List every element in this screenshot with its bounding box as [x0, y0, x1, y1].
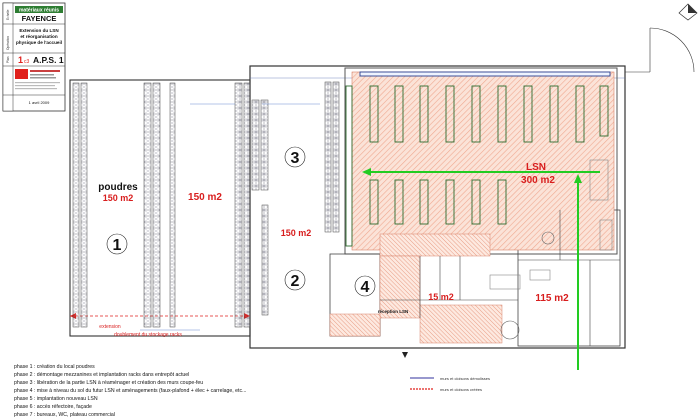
extension-desc: doublement du stockage racks — [114, 332, 182, 338]
phase-3: phase 3 : libération de la partie LSN à … — [14, 380, 204, 386]
title-block: matériaux réunis FAYENCE Extension du LS… — [2, 2, 66, 112]
company-logo: matériaux réunis — [15, 6, 63, 14]
zone-3-number: 3 — [291, 150, 300, 167]
project-line-2: et réorganisation — [20, 34, 57, 39]
phase-7: phase 7 : bureaux, WC, plateau commercia… — [14, 412, 115, 418]
reception-area: 15 m2 — [428, 292, 454, 302]
door-swing — [625, 27, 695, 73]
side-label-plan: Plan — [6, 56, 10, 63]
sheet-code: A.P.S. 1 — [33, 55, 64, 65]
poudres-label: poudres — [98, 182, 138, 193]
mid-area: 150 m2 — [188, 192, 222, 203]
dimension-marks — [140, 103, 320, 331]
lsn-area — [329, 71, 615, 344]
zone-4-number: 4 — [361, 279, 370, 296]
extension-label: extension — [99, 324, 121, 330]
north-arrow-icon — [678, 3, 698, 21]
side-label-scale: Echelle — [6, 9, 10, 20]
phases-list: phase 1 : création du local poudres phas… — [0, 364, 330, 420]
company-name: matériaux réunis — [19, 8, 59, 14]
zone-2-area: 150 m2 — [281, 228, 312, 238]
zone-2-number: 2 — [291, 273, 300, 290]
phase-5: phase 5 : implantation nouveau LSN — [14, 396, 98, 402]
lsn-area: 300 m2 — [521, 175, 555, 186]
legend-demolished-label: murs et cloisons démolisses — [440, 376, 490, 381]
area-labels: poudres 150 m2 150 m2 150 m2 LSN 300 m2 … — [98, 162, 569, 314]
phase-6: phase 6 : accès réfectoire, façade — [14, 404, 92, 410]
green-arrows — [362, 168, 600, 370]
side-label-operation: Opération — [6, 36, 10, 50]
section-marker-icon — [402, 352, 408, 358]
extension-annotation: extension doublement du stockage racks m… — [99, 324, 490, 392]
poudres-area: 150 m2 — [103, 193, 134, 203]
interior-walls — [380, 159, 620, 346]
legend-created-label: murs et cloisons créées — [440, 387, 482, 392]
project-line-3: physique de l'accueil — [16, 40, 62, 45]
phase-1: phase 1 : création du local poudres — [14, 364, 95, 370]
sheet-index: 1 — [18, 55, 23, 65]
office-area: 115 m2 — [535, 293, 569, 304]
site-name: FAYENCE — [22, 14, 57, 23]
sheet-index-suffix: c3 — [24, 59, 30, 65]
plan-date: 1 avril 2009 — [29, 100, 50, 105]
phase-4: phase 4 : mise à niveau du sol du futur … — [14, 388, 247, 394]
reception-label: réception LSN — [378, 309, 409, 314]
lsn-label: LSN — [526, 162, 546, 173]
project-line-1: Extension du LSN — [19, 28, 59, 33]
lsn-shelving — [345, 71, 611, 247]
racks-zone-1 — [72, 81, 340, 328]
zone-1-number: 1 — [113, 237, 122, 254]
architect-logo — [15, 69, 60, 90]
phase-2: phase 2 : démontage mezzanines et implan… — [14, 372, 190, 378]
zone-labels: 1 2 3 4 — [106, 146, 376, 297]
legend-swatches — [410, 377, 434, 390]
